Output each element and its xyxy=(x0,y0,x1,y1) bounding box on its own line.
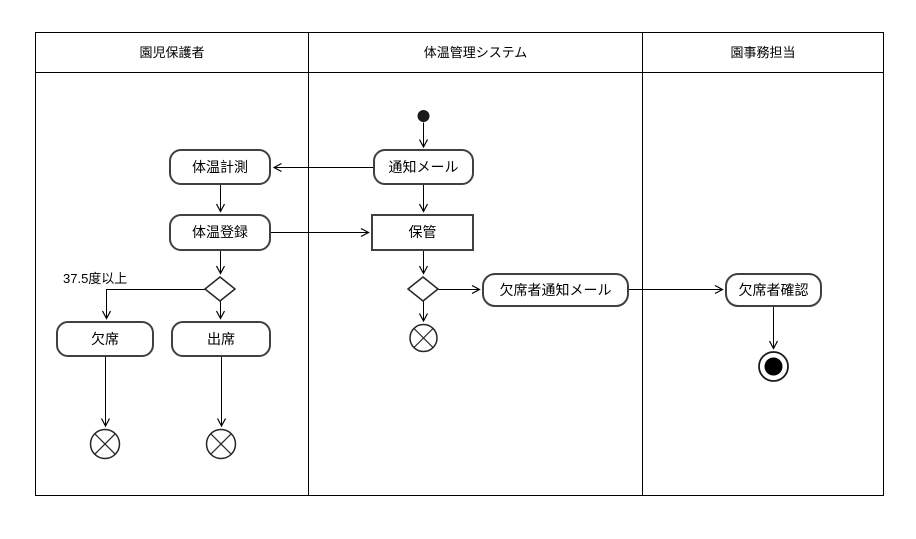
action-absentee-check: 欠席者確認 xyxy=(725,273,822,307)
decision-guardian-diamond xyxy=(203,276,237,302)
swimlane-frame: 園児保護者 体温管理システム 園事務担当 xyxy=(35,32,884,496)
action-measure-temp-label: 体温計測 xyxy=(192,159,248,175)
flow-final-system xyxy=(409,323,438,353)
action-absentee-mail: 欠席者通知メール xyxy=(482,273,629,307)
action-register-temp: 体温登録 xyxy=(169,214,271,251)
action-store: 保管 xyxy=(371,214,474,251)
action-measure-temp-box xyxy=(169,149,271,185)
flow-final-absent xyxy=(89,428,121,460)
action-store-label: 保管 xyxy=(409,224,437,240)
action-absent-box xyxy=(56,321,154,357)
action-absentee-check-label: 欠席者確認 xyxy=(739,282,809,298)
action-absent-label: 欠席 xyxy=(91,331,119,347)
edge-decision-guardian-to-absent xyxy=(101,289,205,320)
action-notify-mail-box xyxy=(373,149,474,185)
action-attend-box xyxy=(171,321,271,357)
action-register-temp-label: 体温登録 xyxy=(192,224,248,240)
lane-header-office: 園事務担当 xyxy=(730,45,795,60)
action-absentee-mail-box xyxy=(482,273,629,307)
action-attend-label: 出席 xyxy=(207,331,235,347)
activity-final-node xyxy=(758,351,789,382)
action-absentee-mail-label: 欠席者通知メール xyxy=(500,282,612,298)
action-notify-mail-label: 通知メール xyxy=(389,159,459,175)
swimlane-outer-border xyxy=(35,32,884,496)
action-register-temp-box xyxy=(169,214,271,251)
lane-header-system: 体温管理システム xyxy=(424,45,528,60)
decision-system-diamond xyxy=(406,276,440,302)
flow-final-attend xyxy=(205,428,237,460)
action-attend: 出席 xyxy=(171,321,271,357)
action-absent: 欠席 xyxy=(56,321,154,357)
lane-header-guardian: 園児保護者 xyxy=(139,45,204,60)
action-store-box xyxy=(371,214,474,251)
action-measure-temp: 体温計測 xyxy=(169,149,271,185)
action-notify-mail: 通知メール xyxy=(373,149,474,185)
action-absentee-check-box xyxy=(725,273,822,307)
edge-condition-label: 37.5度以上 xyxy=(63,271,127,286)
edges: 37.5度以上 xyxy=(63,122,779,428)
initial-node xyxy=(417,110,430,122)
